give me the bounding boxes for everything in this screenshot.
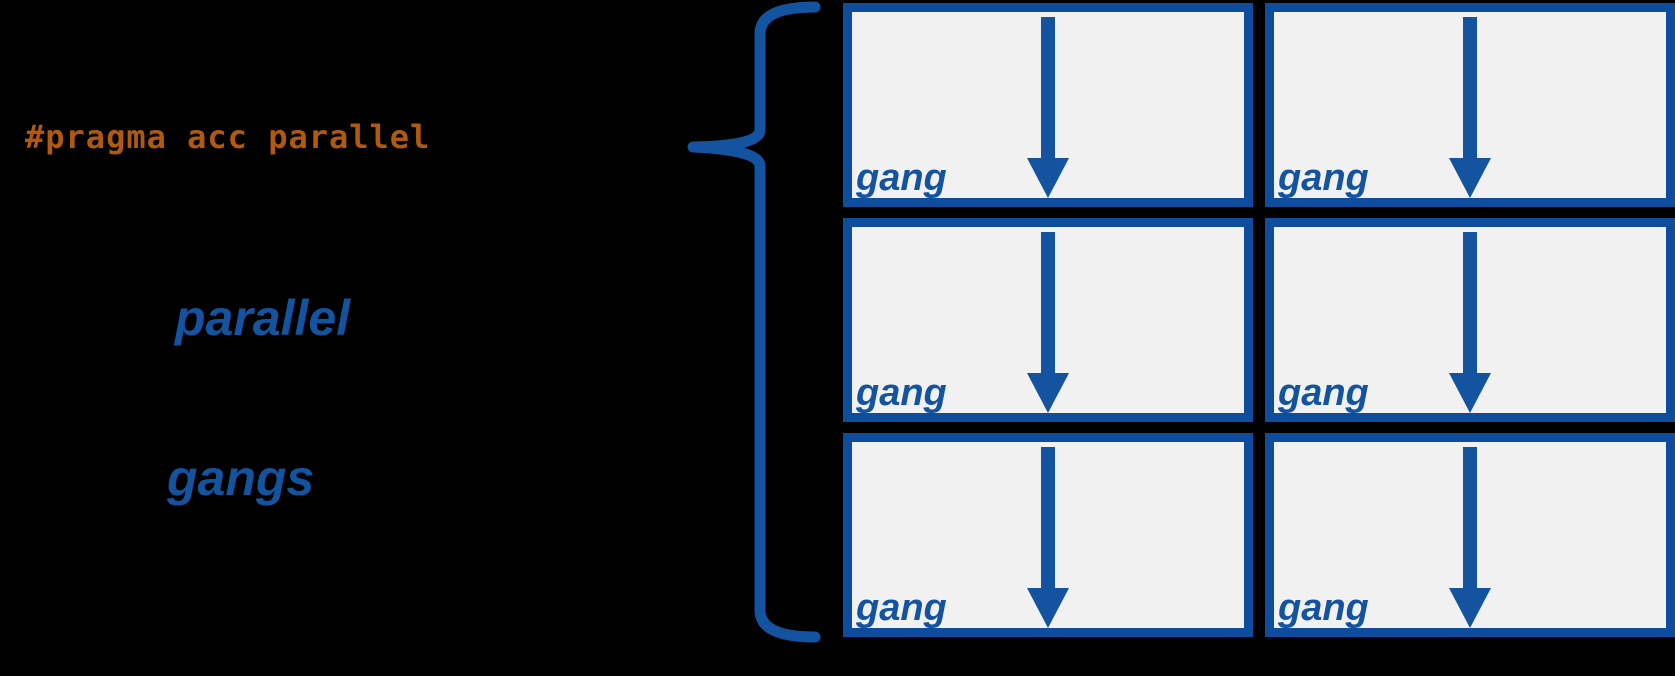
arrow-shaft [1041,232,1055,375]
gang-label: gang [1278,372,1369,414]
gang-box: gang [1265,433,1675,637]
curly-brace-icon [687,1,821,643]
pragma-code-text: #pragma acc parallel [25,118,431,156]
arrow-head [1027,158,1069,198]
arrow-shaft [1041,17,1055,160]
down-arrow-icon [1449,232,1491,413]
arrow-shaft [1463,447,1477,590]
keyword-parallel: parallel [175,290,351,346]
arrow-shaft [1463,232,1477,375]
arrow-head [1027,588,1069,628]
gang-label: gang [856,157,947,199]
gang-box: gang [843,3,1253,207]
gang-label: gang [1278,157,1369,199]
gang-grid: gang gang gang gang [843,3,1675,637]
gang-box: gang [1265,3,1675,207]
gang-label: gang [856,587,947,629]
down-arrow-icon [1027,17,1069,198]
gang-label: gang [1278,587,1369,629]
curly-brace-path [687,1,821,643]
gang-label: gang [856,372,947,414]
gang-box: gang [1265,218,1675,422]
down-arrow-icon [1449,447,1491,628]
down-arrow-icon [1449,17,1491,198]
keyword-gangs: gangs [167,450,315,506]
gang-box: gang [843,433,1253,637]
down-arrow-icon [1027,447,1069,628]
arrow-shaft [1463,17,1477,160]
arrow-head [1449,588,1491,628]
down-arrow-icon [1027,232,1069,413]
arrow-head [1027,373,1069,413]
arrow-head [1449,373,1491,413]
arrow-head [1449,158,1491,198]
arrow-shaft [1041,447,1055,590]
gang-box: gang [843,218,1253,422]
